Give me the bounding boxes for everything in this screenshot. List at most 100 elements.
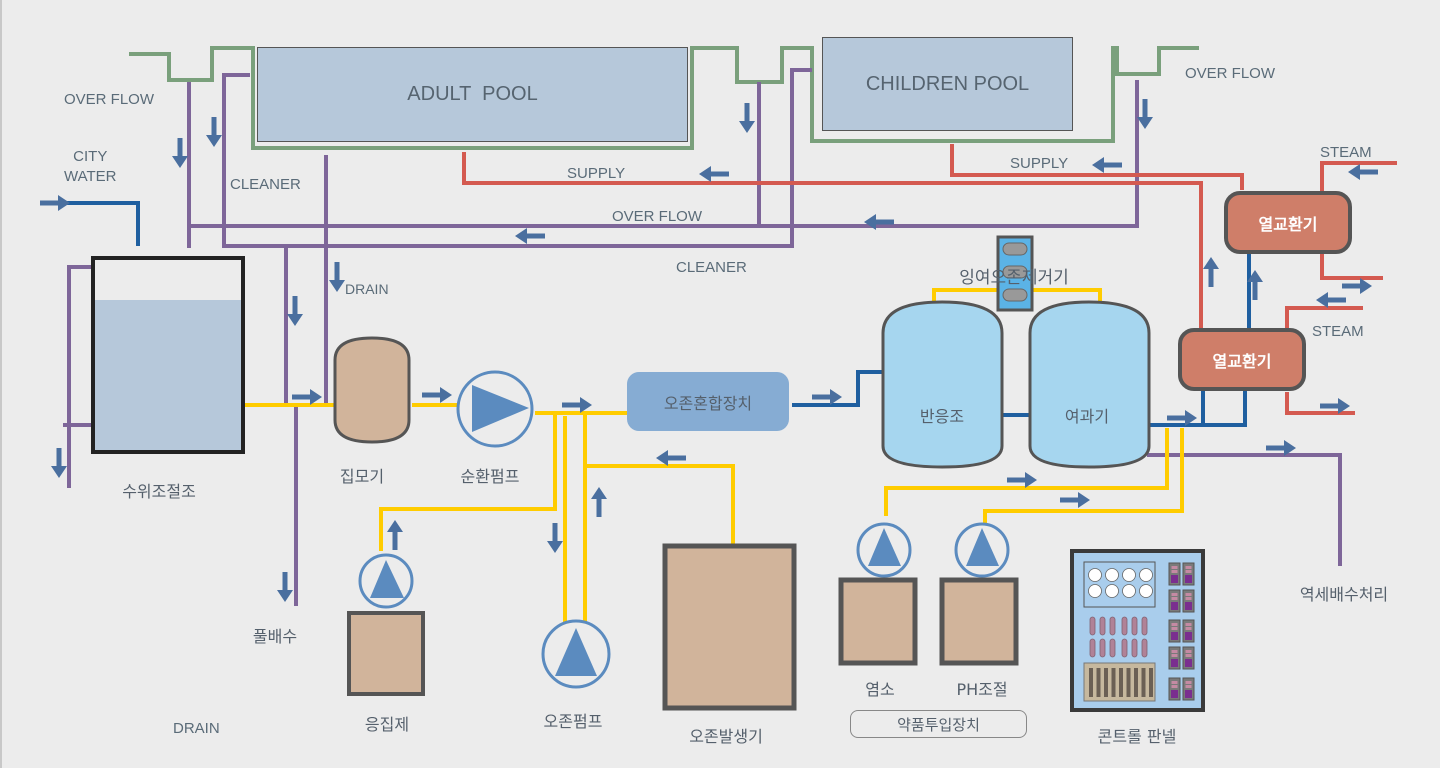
breaker-switch-icon: [1182, 619, 1195, 643]
indicator-light-icon: [1122, 584, 1136, 598]
overflow-label-left: OVER FLOW: [64, 91, 155, 108]
steam-label-mid: STEAM: [1312, 323, 1364, 340]
gauge-bar-icon: [1099, 638, 1106, 658]
flow-arrow-icon: [1167, 410, 1197, 426]
adult-pool-label: ADULT POOL: [407, 83, 538, 105]
strainer-vessel: [333, 336, 411, 444]
flow-arrow-icon: [1320, 398, 1350, 414]
control-panel-label: 콘트롤 판넬: [1097, 727, 1177, 746]
breaker-switch-icon: [1182, 677, 1195, 701]
flow-arrow-icon: [40, 195, 70, 211]
overflow-label-mid: OVER FLOW: [612, 208, 703, 225]
ozone-pump-label: 오존펌프: [543, 712, 603, 731]
vent-slot: [1096, 668, 1101, 697]
gauge-bar-icon: [1109, 616, 1116, 636]
drain-pipes: [63, 68, 1342, 606]
treated-water-pipes: [60, 201, 1251, 427]
flow-arrows: [40, 99, 1378, 602]
vent-slot: [1119, 668, 1123, 697]
flow-arrow-icon: [287, 296, 303, 326]
heat-exchanger-top: 열교환기: [1224, 191, 1352, 254]
ph-pump-icon: [954, 522, 1010, 578]
chemical-dosing-unit-badge: 약품투입장치: [850, 710, 1027, 738]
flow-arrow-icon: [864, 214, 894, 230]
breaker-switch-icon: [1168, 677, 1181, 701]
gauge-bar-icon: [1131, 616, 1138, 636]
flow-arrow-icon: [1060, 492, 1090, 508]
reaction-tank-vessel: [881, 300, 1004, 469]
chlorine-tank: [838, 577, 918, 666]
balance-tank-label: 수위조절조: [122, 482, 196, 501]
indicator-light-icon: [1139, 584, 1153, 598]
flow-arrow-icon: [292, 389, 322, 405]
flow-arrow-icon: [515, 228, 545, 244]
gauge-bar-icon: [1121, 616, 1128, 636]
overflow-label-right: OVER FLOW: [1185, 65, 1276, 82]
reaction-tank-label: 반응조: [919, 407, 965, 426]
drain-label-top: DRAIN: [345, 281, 389, 297]
ozone-pump-icon: [541, 619, 611, 689]
flow-arrow-icon: [1342, 278, 1372, 294]
strainer-label: 집모기: [339, 467, 385, 486]
flow-arrow-icon: [329, 262, 345, 292]
breaker-switch-icon: [1168, 646, 1181, 670]
flow-arrow-icon: [1092, 157, 1122, 173]
gauge-bar-icon: [1089, 616, 1096, 636]
chlorine-label: 염소: [865, 680, 895, 699]
heat-exchanger-bottom-label: 열교환기: [1212, 351, 1272, 371]
supply-label-left: SUPPLY: [567, 165, 626, 182]
flow-arrow-icon: [1203, 257, 1219, 287]
city-water-label: CITY WATER: [64, 148, 117, 185]
filter-vessel: [1028, 300, 1151, 469]
breaker-switch-icon: [1182, 589, 1195, 613]
cleaner-label-left: CLEANER: [230, 176, 301, 193]
flow-arrow-icon: [739, 103, 755, 133]
indicator-light-icon: [1088, 568, 1102, 582]
gauge-bar-icon: [1099, 616, 1106, 636]
gauge-bar-icon: [1131, 638, 1138, 658]
flow-arrow-icon: [422, 387, 452, 403]
chemical-dosing-unit-label: 약품투입장치: [897, 715, 980, 734]
gauge-bar-icon: [1109, 638, 1116, 658]
breaker-switch-icon: [1168, 589, 1181, 613]
circulation-pump-label: 순환펌프: [460, 467, 520, 486]
vent-slot: [1126, 668, 1131, 697]
children-pool-label: CHILDREN POOL: [865, 72, 1030, 95]
residual-ozone-remover-unit: [996, 235, 1034, 312]
children-pool: CHILDREN POOL: [822, 37, 1073, 131]
flow-arrow-icon: [277, 572, 293, 602]
coagulant-tank: [347, 611, 425, 696]
flow-arrow-icon: [387, 520, 403, 550]
vent-slot: [1089, 668, 1093, 697]
breaker-switch-icon: [1168, 619, 1181, 643]
flow-arrow-icon: [1266, 440, 1296, 456]
flow-arrow-icon: [1348, 164, 1378, 180]
flow-arrow-icon: [1137, 99, 1153, 129]
flow-arrow-icon: [547, 523, 563, 553]
vent-slot: [1149, 668, 1153, 697]
balance-tank: [91, 256, 245, 454]
heat-exchanger-top-label: 열교환기: [1258, 214, 1318, 234]
ph-control-label: PH조절: [956, 680, 1008, 699]
gauge-bar-icon: [1121, 638, 1128, 658]
supply-pipes: [462, 144, 1397, 415]
filter-label: 여과기: [1064, 407, 1110, 426]
flow-arrow-icon: [562, 397, 592, 413]
cleaner-label-mid: CLEANER: [676, 259, 747, 276]
drain-label-bottom: DRAIN: [173, 720, 220, 737]
coagulant-label: 응집제: [364, 715, 410, 734]
breaker-switch-icon: [1182, 562, 1195, 586]
ozone-mixer-label: 오존혼합장치: [663, 393, 753, 413]
circulation-pump-icon: [456, 370, 534, 448]
vent-slot: [1134, 668, 1138, 697]
indicator-light-icon: [1139, 568, 1153, 582]
pool-drain-label: 풀배수: [252, 627, 298, 646]
flow-arrow-icon: [812, 389, 842, 405]
flow-arrow-icon: [1247, 270, 1263, 300]
flow-arrow-icon: [206, 117, 222, 147]
breaker-switch-icon: [1182, 646, 1195, 670]
indicator-light-icon: [1105, 568, 1119, 582]
breaker-switch-icon: [1168, 562, 1181, 586]
vent-slot: [1104, 668, 1108, 697]
